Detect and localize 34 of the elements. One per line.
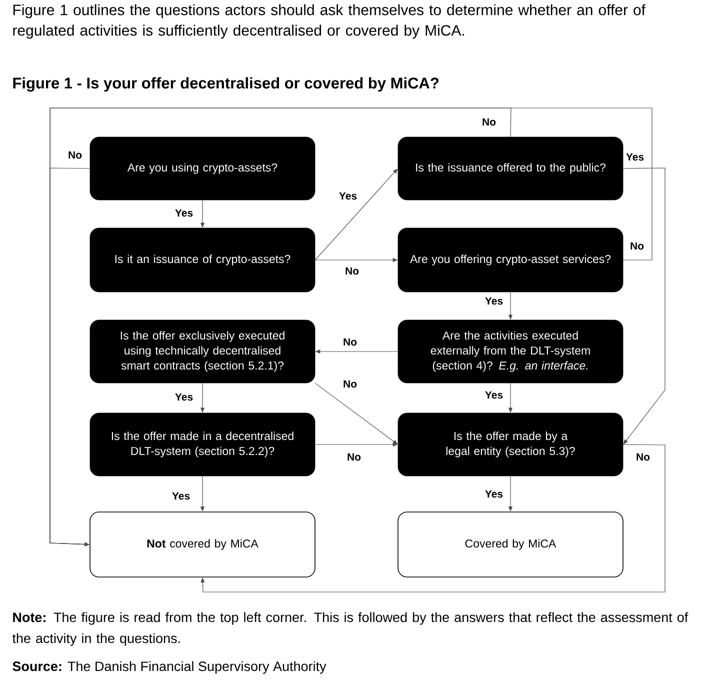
edge-label: Yes	[626, 153, 644, 161]
question-box: Are the activities executed externally from the DLT-system (section 4)? E.g. an interface.	[398, 320, 624, 384]
edge-label: Yes	[339, 192, 357, 200]
question-box: Are you offering crypto-asset services?	[398, 228, 624, 292]
edge-label: No	[636, 453, 650, 461]
edge-label: No	[630, 242, 644, 250]
edge-label: No	[344, 338, 357, 346]
edge-label: Yes	[485, 297, 503, 305]
arrow	[622, 168, 666, 444]
edge-label: No	[482, 118, 496, 126]
edge-label: Yes	[485, 391, 503, 399]
edge-label: No	[68, 151, 82, 159]
edge-label: No	[346, 267, 359, 275]
question-box: Are you using crypto-assets?	[90, 136, 316, 200]
question-box: Is the offer exclusively executed using technically decentralised smart contracts (section 5.2.1)?	[90, 320, 316, 384]
edge-label: Yes	[175, 209, 193, 217]
note-text: Note: The figure is read from the top left corner. This is followed by the answers that reflect the assessment of the activity in the questions.	[12, 612, 688, 646]
arrow	[50, 108, 652, 546]
edge-label: Yes	[175, 393, 193, 401]
edge-label: Yes	[485, 490, 503, 498]
question-box: Is the offer made by a legal entity (section 5.3)?	[398, 412, 624, 476]
question-box: Is it an issuance of crypto-assets?	[90, 228, 316, 292]
figure-title: Figure 1 - Is your offer decentralised or covered by MiCA?	[13, 77, 438, 92]
question-box: Is the issuance offered to the public?	[398, 136, 624, 200]
intro-text: Figure 1 outlines the questions actors should ask themselves to determine whether an offer of regulated activities is sufficiently decentralised or covered by MiCA.	[13, 4, 646, 39]
edge-label: Yes	[172, 492, 190, 500]
edge-label: No	[344, 380, 357, 388]
outcome-box: Covered by MiCA	[398, 512, 624, 578]
source-text: Source: The Danish Financial Supervisory Authority	[12, 661, 326, 674]
edge-label: No	[348, 453, 361, 461]
question-box: Is the offer made in a decentralised DLT-system (section 5.2.2)?	[90, 412, 316, 476]
arrow	[200, 444, 666, 592]
arrow	[314, 168, 398, 260]
outcome-box: Not covered by MiCA	[90, 512, 316, 578]
